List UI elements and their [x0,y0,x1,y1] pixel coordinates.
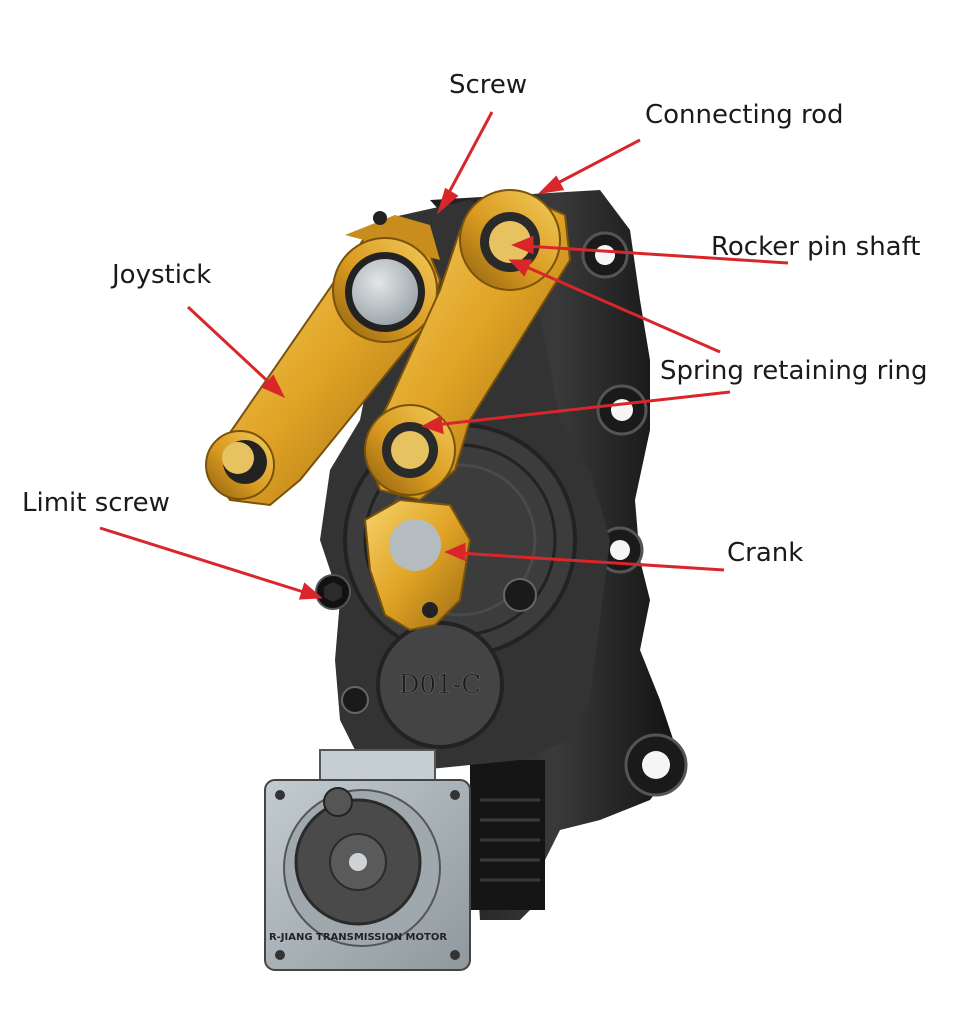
arrowhead-spring-ring-top [508,259,533,277]
label-connecting-rod: Connecting rod [645,100,844,130]
crank [363,498,472,632]
arrow-crank [457,551,725,572]
arrow-joystick [186,305,277,390]
label-screw: Screw [449,70,528,100]
joystick [205,211,442,507]
arrowhead-connecting-rod [537,175,565,195]
arrowhead-crank [444,542,466,562]
motor-ring-text: R-JIANG TRANSMISSION MOTOR [269,932,447,943]
model-marking: D01-C [399,670,482,700]
arrowhead-screw [437,187,459,215]
arrowhead-rocker-pin-shaft [511,235,534,255]
label-crank: Crank [727,538,804,568]
arrow-screw [443,111,494,201]
arrow-rocker-pin-shaft [524,244,789,265]
label-spring-retaining-ring: Spring retaining ring [660,356,928,386]
label-limit-screw: Limit screw [22,488,170,518]
label-rocker-pin-shaft: Rocker pin shaft [711,232,921,262]
limit-screw [315,574,351,610]
connecting-rod [363,189,572,502]
arrowhead-limit-screw [298,582,323,600]
motor: R-JIANG TRANSMISSION MOTOR [264,749,471,971]
label-joystick: Joystick [112,260,212,290]
arrow-limit-screw [99,526,311,596]
arrow-connecting-rod [551,138,641,188]
callout-arrows [99,111,789,600]
arrow-spring-ring-top [521,263,721,354]
arrow-spring-ring-bottom [434,390,731,427]
arrowhead-joystick [261,374,286,399]
arrowhead-spring-ring-bottom [421,415,444,435]
